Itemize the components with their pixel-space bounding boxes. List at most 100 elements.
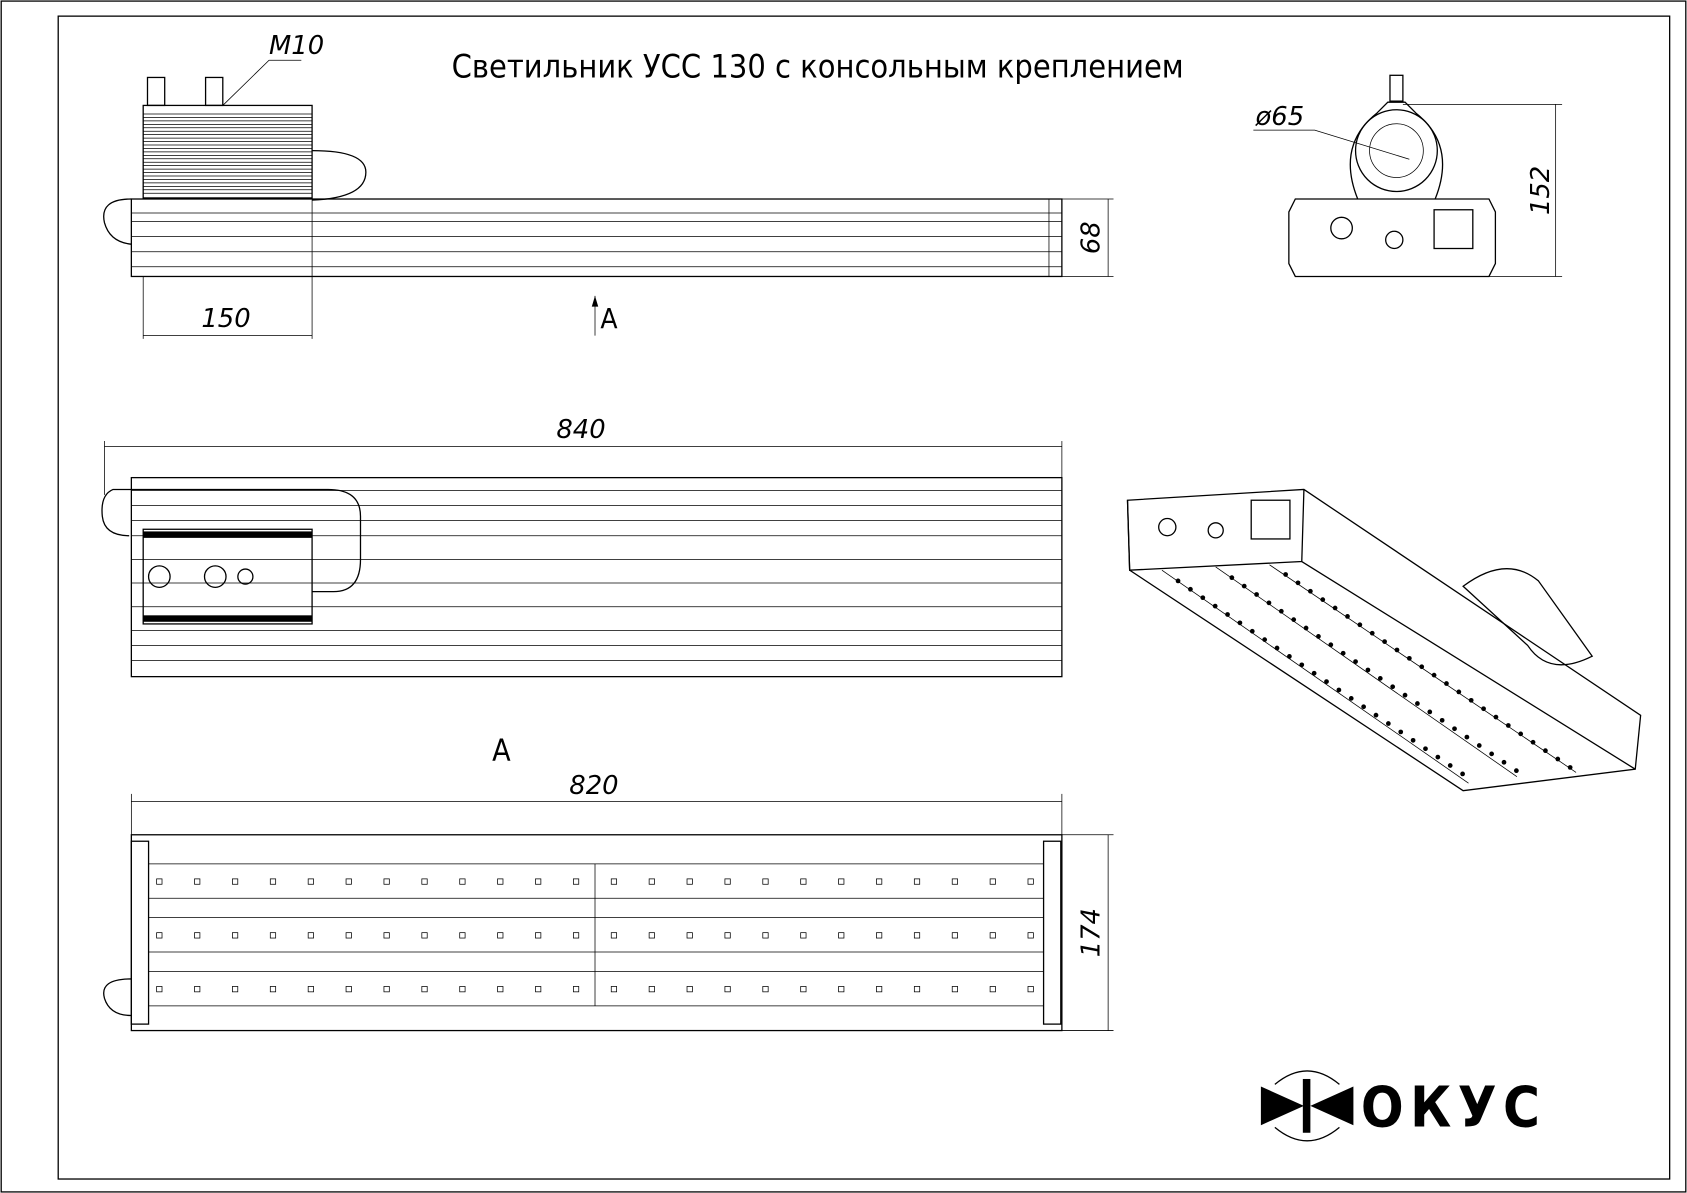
led — [1489, 751, 1495, 757]
led — [1274, 645, 1280, 651]
led — [1406, 655, 1412, 661]
led — [1361, 704, 1366, 710]
isometric-view — [1126, 488, 1642, 792]
led — [1419, 664, 1425, 670]
diameter-65: ø65 — [1255, 102, 1305, 132]
led — [1431, 672, 1437, 678]
led — [762, 932, 769, 939]
led — [1348, 696, 1354, 701]
led — [951, 878, 958, 885]
led — [951, 986, 958, 993]
led — [1320, 597, 1326, 602]
led — [1324, 679, 1329, 684]
led — [1415, 701, 1420, 706]
led — [989, 932, 996, 939]
led — [989, 878, 996, 885]
inner-frame — [57, 15, 1671, 1180]
led — [1460, 771, 1465, 777]
led — [1365, 667, 1371, 673]
led — [800, 986, 807, 993]
led — [1530, 739, 1536, 745]
led — [535, 878, 542, 885]
led — [838, 932, 845, 939]
led — [156, 878, 163, 885]
led — [1518, 731, 1524, 737]
led — [421, 932, 428, 939]
led — [156, 932, 163, 939]
led — [459, 986, 466, 993]
led — [1456, 689, 1462, 695]
dimension-174: 174 — [1077, 908, 1107, 957]
led — [762, 986, 769, 993]
view-marker-a: A — [600, 302, 617, 335]
led — [1188, 586, 1193, 592]
led — [345, 878, 352, 885]
led — [762, 878, 769, 885]
led — [1382, 639, 1387, 644]
led — [1336, 687, 1342, 693]
led — [535, 986, 542, 993]
led — [1410, 737, 1416, 743]
led — [1200, 595, 1206, 601]
led — [610, 986, 618, 993]
dimension-820: 820 — [569, 771, 618, 801]
led — [648, 986, 655, 993]
led — [497, 986, 504, 993]
led — [1390, 684, 1396, 690]
led — [232, 932, 239, 939]
led — [1027, 878, 1034, 885]
led — [686, 932, 693, 939]
led — [1373, 712, 1379, 718]
led — [1468, 697, 1474, 703]
led — [1543, 748, 1548, 754]
top-view: 840 — [101, 415, 1063, 678]
led — [1398, 729, 1404, 735]
led — [1225, 612, 1230, 617]
led — [232, 878, 239, 885]
led — [876, 986, 883, 993]
led — [459, 878, 466, 885]
led — [1266, 600, 1272, 606]
led — [421, 986, 428, 993]
led — [1377, 675, 1383, 681]
end-view: 152 ø65 — [1253, 74, 1563, 278]
led — [1332, 605, 1338, 611]
led — [800, 878, 807, 885]
led — [913, 878, 921, 885]
led — [648, 878, 655, 885]
led — [1505, 723, 1511, 728]
led — [1501, 759, 1507, 765]
led — [876, 932, 883, 939]
led — [1452, 726, 1457, 732]
led — [459, 932, 466, 939]
thread-label: M10 — [269, 31, 324, 61]
led — [1295, 580, 1301, 586]
view-label-a: A — [492, 734, 511, 769]
led — [1299, 662, 1305, 668]
led — [307, 986, 314, 993]
led — [1262, 637, 1268, 643]
led — [724, 986, 731, 993]
dimension-68: 68 — [1077, 221, 1107, 254]
led — [1303, 625, 1309, 631]
led — [194, 986, 201, 993]
led — [876, 878, 883, 885]
led — [1555, 756, 1561, 762]
led — [307, 878, 314, 885]
led — [1357, 622, 1363, 628]
led — [383, 986, 390, 993]
led — [269, 878, 277, 885]
focus-logo: ОКУС — [1260, 1070, 1540, 1142]
led — [800, 932, 807, 939]
side-view: 150 68 M10 A — [103, 31, 1114, 339]
led — [1237, 620, 1243, 626]
led — [497, 878, 504, 885]
led — [1476, 743, 1482, 748]
led — [156, 986, 163, 993]
led — [1283, 572, 1288, 577]
dimension-840: 840 — [556, 415, 605, 445]
led — [913, 932, 921, 939]
led — [838, 878, 845, 885]
led — [269, 932, 277, 939]
